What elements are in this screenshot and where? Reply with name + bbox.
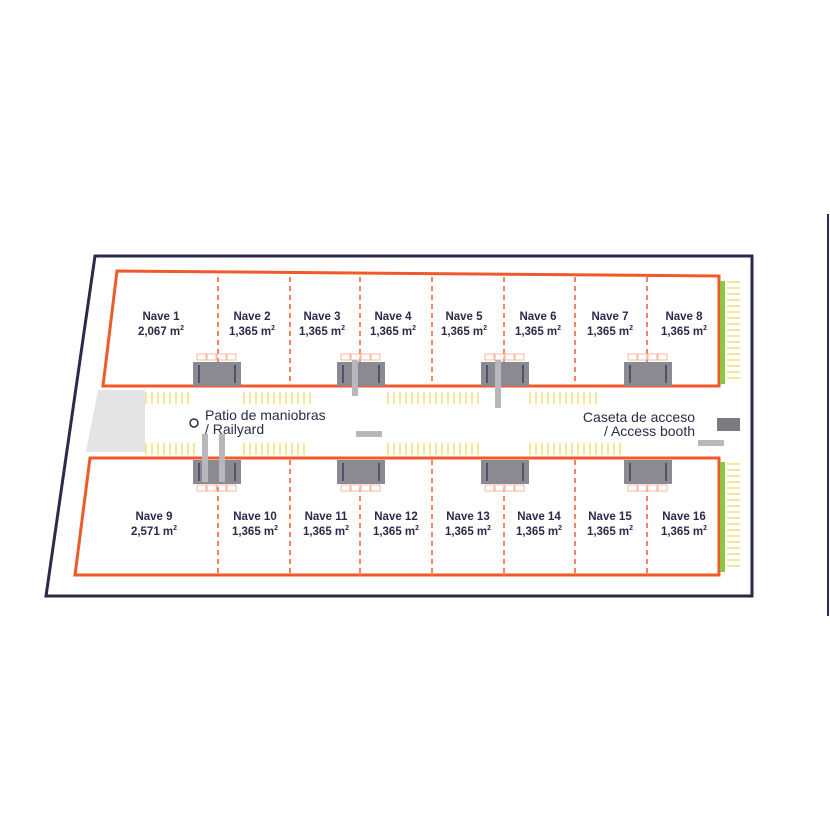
dock-pad <box>484 353 495 361</box>
maneuver-yard-area <box>86 390 145 452</box>
nave-name: Nave 6 <box>519 311 556 323</box>
nave-name: Nave 5 <box>445 311 483 323</box>
nave-area: 1,365 m2 <box>229 325 275 338</box>
nave-area: 2,067 m2 <box>138 325 184 338</box>
nave-name: Nave 9 <box>135 511 172 523</box>
nave-name: Nave 3 <box>303 311 340 323</box>
loading-dock <box>337 460 385 484</box>
dock-pad <box>637 353 648 361</box>
nave-area: 1,365 m2 <box>299 325 345 338</box>
dock-pad <box>206 484 217 492</box>
loading-docks <box>193 353 672 492</box>
dock-pad <box>627 484 638 492</box>
green-strip-top <box>720 281 725 384</box>
loading-dock <box>481 460 529 484</box>
nave-name: Nave 15 <box>588 511 632 523</box>
page-edge-rule <box>827 214 829 616</box>
nave-name: Nave 11 <box>305 511 348 523</box>
dock-pad <box>504 484 515 492</box>
railyard-label: Patio de maniobras <box>205 407 326 423</box>
nave-area: 1,365 m2 <box>373 525 419 538</box>
loading-dock <box>193 460 241 484</box>
loading-dock <box>481 362 529 386</box>
nave-name: Nave 14 <box>517 511 561 523</box>
nave-area: 1,365 m2 <box>303 525 349 538</box>
dock-pad <box>637 484 648 492</box>
dock-pad <box>657 353 668 361</box>
nave-name: Nave 4 <box>374 311 412 323</box>
loading-dock <box>624 460 672 484</box>
nave-area: 1,365 m2 <box>587 325 633 338</box>
dock-pad <box>196 484 207 492</box>
truck-icons <box>356 431 724 446</box>
dock-pad <box>504 353 515 361</box>
rail-spurs <box>202 360 501 482</box>
loading-dock <box>193 362 241 386</box>
access-booth-label-en: / Access booth <box>604 423 695 439</box>
dock-pad <box>484 484 495 492</box>
dock-pad <box>360 484 371 492</box>
dock-pad <box>226 484 237 492</box>
dock-pad <box>370 353 381 361</box>
nave-area: 1,365 m2 <box>661 325 707 338</box>
nave-name: Nave 7 <box>591 311 628 323</box>
dock-pad <box>196 353 207 361</box>
dock-pad <box>216 353 227 361</box>
nave-area: 1,365 m2 <box>370 325 416 338</box>
dock-pad <box>350 484 361 492</box>
building-top <box>101 269 721 388</box>
dock-pad <box>226 353 237 361</box>
dock-pad <box>657 484 668 492</box>
dock-pad <box>647 484 658 492</box>
nave-area: 1,365 m2 <box>516 525 562 538</box>
railyard-marker-icon <box>189 418 199 428</box>
parking-stripes <box>145 281 740 567</box>
dock-pad <box>340 353 351 361</box>
nave-name: Nave 1 <box>142 311 180 323</box>
dock-pad <box>340 484 351 492</box>
loading-dock <box>624 362 672 386</box>
dock-pad <box>370 484 381 492</box>
dock-pad <box>514 484 525 492</box>
dock-pad <box>647 353 658 361</box>
nave-name: Nave 12 <box>374 511 417 523</box>
nave-labels: Nave 1 2,067 m2 Nave 2 1,365 m2 Nave 3 1,365 … <box>131 311 707 538</box>
dock-pad <box>627 353 638 361</box>
nave-area: 1,365 m2 <box>661 525 707 538</box>
green-strip-bottom <box>720 462 725 572</box>
nave-area: 1,365 m2 <box>441 325 487 338</box>
nave-name: Nave 10 <box>233 511 276 523</box>
dock-pad <box>206 353 217 361</box>
nave-name: Nave 2 <box>233 311 270 323</box>
nave-area: 1,365 m2 <box>515 325 561 338</box>
nave-area: 2,571 m2 <box>131 525 177 538</box>
dock-pad <box>360 353 371 361</box>
dock-pad <box>216 484 227 492</box>
nave-area: 1,365 m2 <box>587 525 633 538</box>
dock-pad <box>514 353 525 361</box>
access-booth-label: Caseta de acceso <box>583 409 695 425</box>
railyard-label-en: / Railyard <box>205 421 264 437</box>
nave-name: Nave 8 <box>665 311 703 323</box>
nave-name: Nave 13 <box>446 511 489 523</box>
nave-area: 1,365 m2 <box>232 525 278 538</box>
access-booth-icon <box>717 418 740 431</box>
nave-name: Nave 16 <box>662 511 705 523</box>
dock-pad <box>494 484 505 492</box>
nave-area: 1,365 m2 <box>445 525 491 538</box>
loading-dock <box>337 362 385 386</box>
